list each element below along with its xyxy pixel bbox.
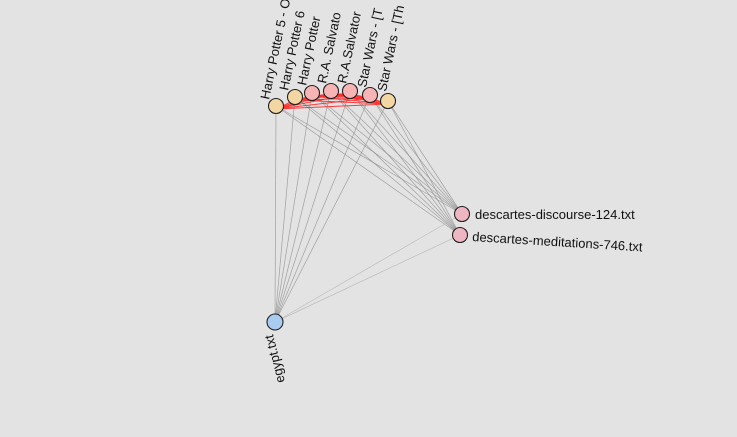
edge-top-2-bottom xyxy=(274,92,313,323)
edge-red-2-5 xyxy=(311,95,371,99)
edge-top-6-bottom xyxy=(274,100,389,323)
edge-top-5-right-1 xyxy=(369,94,461,236)
node-label-descartes-meditations: descartes-meditations-746.txt xyxy=(472,229,644,254)
edge-red-2-6 xyxy=(311,95,389,105)
edge-layer xyxy=(274,90,463,323)
edge-top-6-right-1 xyxy=(387,100,461,236)
edge-top-2-right-1 xyxy=(311,92,461,236)
edge-top-4-right-0 xyxy=(349,90,463,215)
node-layer xyxy=(266,82,471,331)
edge-top-3-bottom xyxy=(274,90,332,323)
edge-top-6-right-0 xyxy=(387,100,463,215)
edge-top-4-bottom xyxy=(274,90,351,323)
node-descartes-discourse[interactable] xyxy=(453,205,471,223)
edge-top-3-right-0 xyxy=(330,90,463,215)
edge-top-5-bottom xyxy=(274,94,371,323)
edge-red-3-6 xyxy=(330,93,389,105)
node-label-descartes-discourse: descartes-discourse-124.txt xyxy=(475,207,635,222)
node-ra-salvatore-1[interactable] xyxy=(322,82,340,100)
edge-top-5-right-0 xyxy=(369,94,463,215)
node-harry-potter-6[interactable] xyxy=(286,88,304,106)
edge-top-1-right-1 xyxy=(294,96,461,236)
node-label-egypt: egypt.txt xyxy=(261,333,288,385)
edge-right-0-bottom xyxy=(274,213,463,323)
edge-top-1-bottom xyxy=(274,96,296,323)
node-harry-potter[interactable] xyxy=(303,84,321,102)
edge-top-1-right-0 xyxy=(294,96,463,215)
edge-right-1-bottom xyxy=(274,234,461,323)
node-egypt[interactable] xyxy=(266,313,284,331)
node-star-wars-2[interactable] xyxy=(379,92,397,110)
label-layer: Harry Potter 5 - O Harry Potter 6 Harry … xyxy=(257,0,643,385)
edge-top-0-right-0 xyxy=(275,105,463,215)
edge-top-3-right-1 xyxy=(330,90,461,236)
edge-red-0-5 xyxy=(275,97,371,110)
edge-red-0-6 xyxy=(275,103,389,110)
edge-top-0-bottom xyxy=(274,105,277,323)
edge-top-4-right-1 xyxy=(349,90,461,236)
node-harry-potter-5[interactable] xyxy=(267,97,285,115)
node-star-wars-1[interactable] xyxy=(361,86,379,104)
node-ra-salvatore-2[interactable] xyxy=(341,82,359,100)
node-descartes-meditations[interactable] xyxy=(451,226,469,244)
